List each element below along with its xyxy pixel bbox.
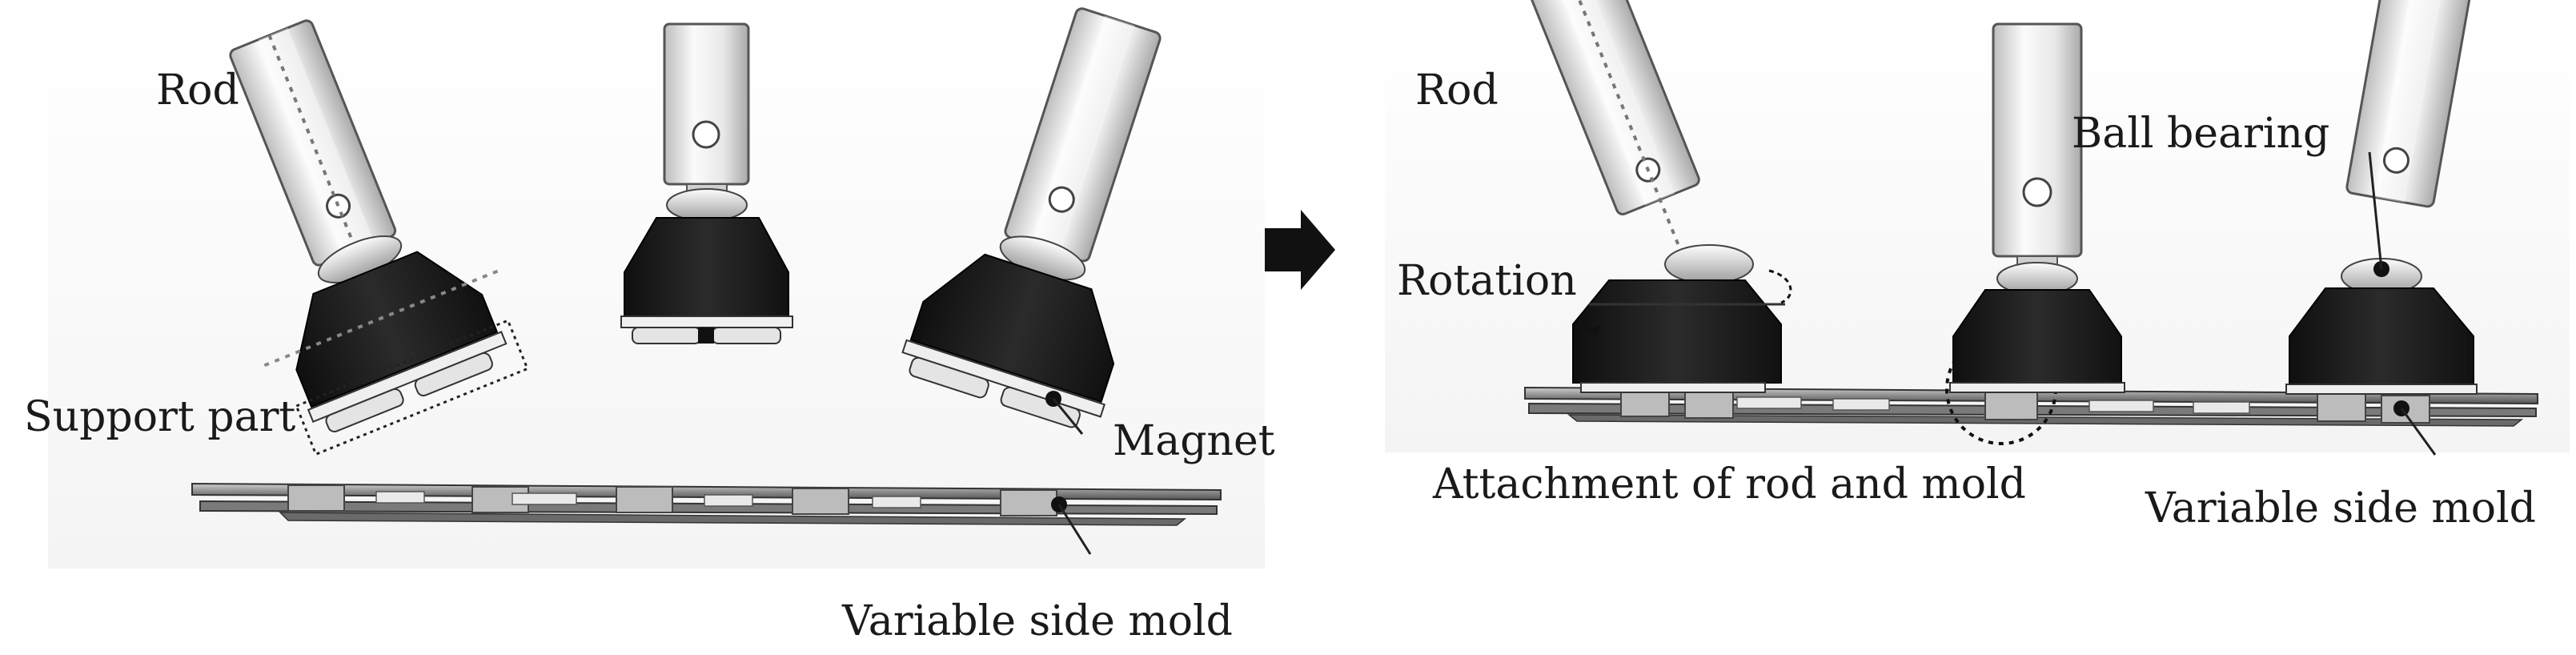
left-rod-label: Rod (156, 66, 239, 115)
rotation-label: Rotation (1397, 257, 1577, 305)
right-mold-label: Variable side mold (2145, 484, 2536, 532)
left-panel: Rod Support part Magnet Variable side mo… (24, 7, 1275, 645)
right-rod-assembly-3 (2285, 0, 2478, 395)
right-panel: Rod Ball bearing Rotation Attachment of … (1397, 0, 2538, 532)
right-rod-label: Rod (1415, 66, 1499, 115)
right-mold-leader-line (2400, 408, 2437, 456)
magnet-label: Magnet (1113, 417, 1275, 465)
right-rod-assembly-2 (1949, 22, 2125, 393)
left-mold-label: Variable side mold (841, 597, 1233, 645)
right-rod-assembly-1 (1527, 0, 1792, 393)
ball-bearing-label: Ball bearing (2072, 110, 2329, 158)
left-rod-assembly-2 (620, 22, 793, 344)
magnet-leader-line (1052, 398, 1084, 435)
left-mold-leader-line (1057, 504, 1092, 555)
attachment-label: Attachment of rod and mold (1432, 460, 2026, 508)
ball-bearing-leader-line (2368, 151, 2383, 270)
left-rod-assembly-1 (229, 19, 529, 456)
left-variable-side-mold (191, 482, 1222, 526)
right-arrow-icon (1265, 210, 1335, 290)
support-part-label: Support part (24, 393, 295, 441)
